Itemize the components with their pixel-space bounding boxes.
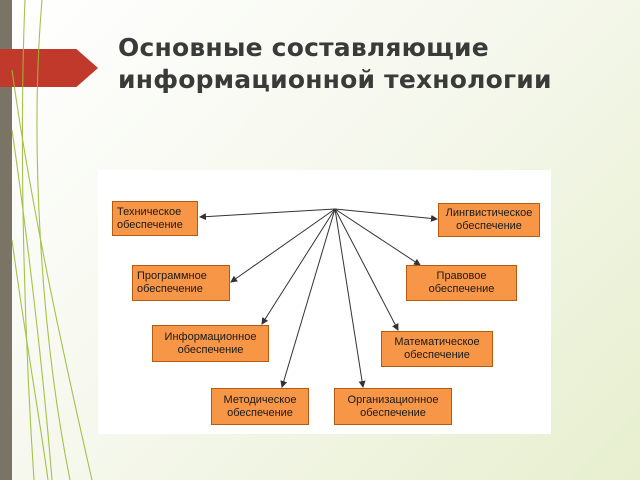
diagram-panel: Техническое обеспечение Лингвистическое … (98, 170, 551, 434)
node-technical: Техническое обеспечение (112, 201, 198, 236)
connector-tech (199, 208, 336, 221)
connector-met (280, 208, 336, 388)
connector-prog (230, 208, 336, 283)
node-informational: Информационное обеспечение (152, 325, 269, 362)
node-organizational: Организационное обеспечение (334, 388, 452, 425)
title-line-1: Основные составляющие (118, 33, 489, 62)
connector-prav (334, 208, 421, 266)
connector-mat (334, 208, 399, 331)
title-arrow-decoration (0, 49, 98, 87)
connector-info (261, 208, 336, 325)
title-line-2: информационной технологии (118, 65, 552, 94)
node-software: Программное обеспечение (132, 265, 230, 301)
connector-org (334, 208, 366, 388)
node-legal: Правовое обеспечение (406, 265, 517, 301)
node-mathematical: Математическое обеспечение (381, 331, 493, 367)
node-methodical: Методическое обеспечение (211, 388, 309, 425)
node-linguistic: Лингвистическое обеспечение (438, 203, 540, 237)
sidebar-strip (0, 0, 12, 480)
connector-ling (334, 208, 438, 222)
diagram-connectors (199, 208, 438, 388)
slide-title: Основные составляющие информационной тех… (118, 32, 618, 96)
